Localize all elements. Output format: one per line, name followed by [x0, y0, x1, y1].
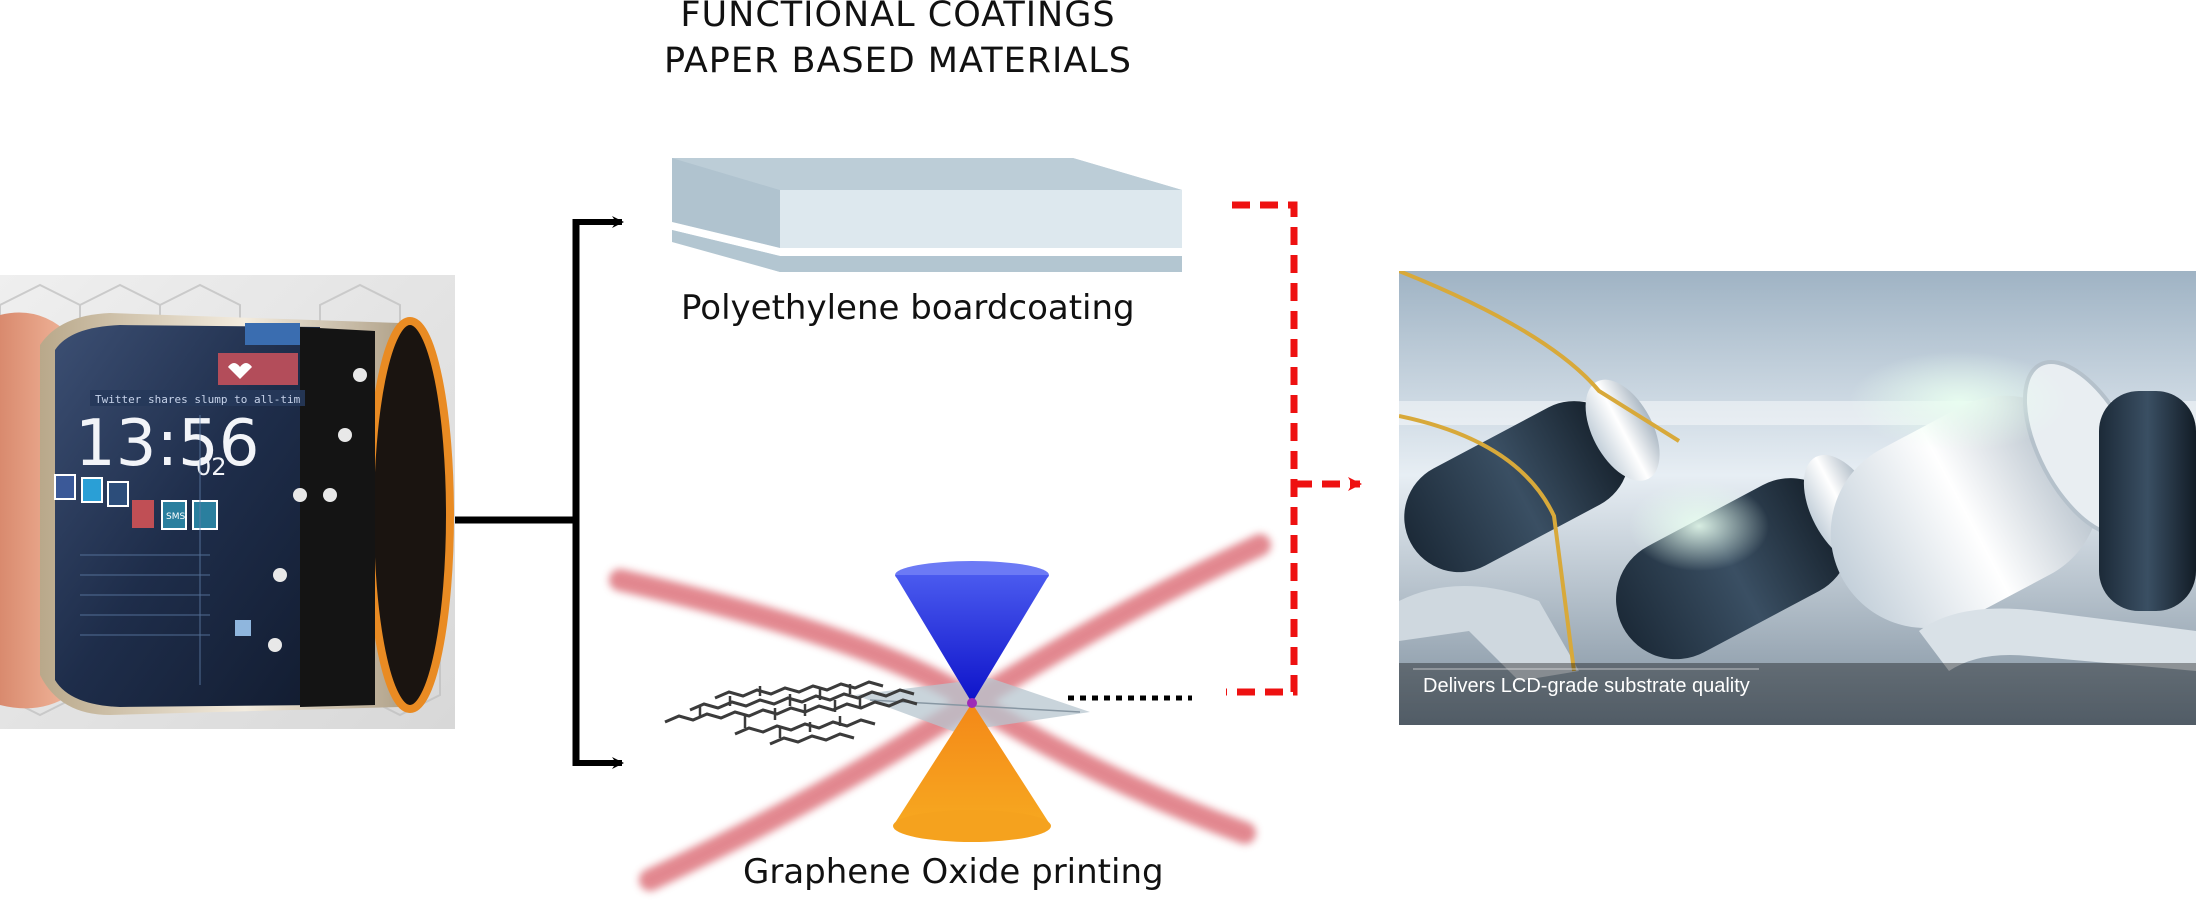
- clock-seconds: 02: [196, 453, 227, 481]
- sms-icon: [161, 500, 187, 530]
- clock-time: 13:56: [75, 407, 259, 481]
- polyethylene-label: Polyethylene boardcoating: [681, 288, 1135, 328]
- voicemail-icon: [192, 500, 218, 530]
- mail-icon: [107, 481, 129, 507]
- split-connector: [455, 216, 624, 769]
- photo-caption: Delivers LCD-grade substrate quality: [1423, 675, 1750, 697]
- header-line-2: PAPER BASED MATERIALS: [663, 41, 1133, 81]
- graphene-oxide-label: Graphene Oxide printing: [743, 852, 1164, 892]
- sms-label: SMS: [166, 512, 185, 522]
- heart-icon: [228, 363, 252, 379]
- home-icon: [235, 620, 251, 636]
- merge-connector: [1226, 201, 1362, 696]
- flexible-display-photo: Twitter shares slump to all-tim 13:56 02…: [0, 275, 455, 729]
- ticker-text: Twitter shares slump to all-tim: [95, 393, 301, 406]
- screen-tile: [245, 323, 300, 345]
- twitter-icon: [81, 477, 103, 503]
- phone-icon: [132, 500, 154, 528]
- header: FUNCTIONAL COATINGS PAPER BASED MATERIAL…: [0, 0, 1796, 84]
- roll-to-roll-photo: Delivers LCD-grade substrate quality: [1399, 271, 2196, 725]
- header-line-1: FUNCTIONAL COATINGS: [680, 0, 1116, 35]
- app-icons: SMS: [54, 474, 251, 636]
- graphene-lattice: [664, 680, 918, 746]
- facebook-icon: [54, 474, 76, 500]
